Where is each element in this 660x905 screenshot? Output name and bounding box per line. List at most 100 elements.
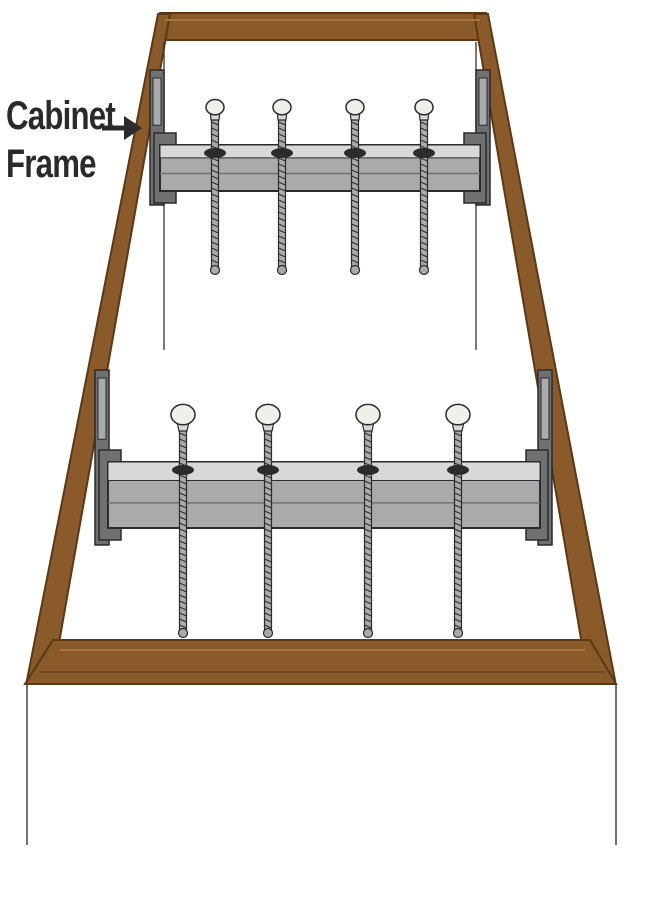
screw-thread [454, 438, 462, 443]
screw-thread [179, 612, 187, 617]
screw-thread [211, 157, 219, 162]
screw-thread [278, 175, 286, 180]
screw-thread [211, 241, 219, 246]
screw-thread [454, 612, 462, 617]
frame-bottom-rail [23, 639, 618, 685]
arrow-head [124, 116, 142, 140]
screw-thread [364, 540, 372, 545]
screw-tip [276, 264, 288, 276]
screw-thread [364, 522, 372, 527]
knob-head-icon [414, 98, 434, 116]
screw-thread [264, 618, 272, 623]
screw-thread [420, 187, 428, 192]
screw-thread [351, 241, 359, 246]
screw-thread [179, 498, 187, 503]
screw-thread [364, 438, 372, 443]
screw-thread [364, 594, 372, 599]
end-plate-tab-left [152, 77, 162, 126]
screw-thread [179, 444, 187, 449]
screw-thread [179, 534, 187, 539]
screw-thread [364, 624, 372, 629]
screw-thread [364, 600, 372, 605]
screw-thread [278, 241, 286, 246]
screw-thread [364, 546, 372, 551]
screw-thread [179, 456, 187, 461]
screw-thread [278, 217, 286, 222]
knob-head-icon [170, 403, 196, 426]
screw-thread [264, 534, 272, 539]
screw-thread [211, 127, 219, 132]
screw-thread [364, 444, 372, 449]
screw-thread [264, 498, 272, 503]
screw-thread [179, 600, 187, 605]
screw-thread [454, 474, 462, 479]
cabinet-frame [23, 12, 618, 685]
screw-thread [211, 223, 219, 228]
screw-thread [351, 157, 359, 162]
screw-thread [351, 205, 359, 210]
screw-thread [420, 139, 428, 144]
screw-thread [454, 570, 462, 575]
frame-right-stile [472, 13, 617, 683]
screw-thread [179, 564, 187, 569]
screw-thread [351, 169, 359, 174]
screw-thread [454, 432, 462, 437]
clamp-bracket-upper [149, 69, 491, 276]
screw-thread [364, 498, 372, 503]
screw-thread [351, 253, 359, 258]
screw-thread [454, 516, 462, 521]
screw-thread [264, 612, 272, 617]
screw-thread [364, 516, 372, 521]
screw-thread [420, 169, 428, 174]
screw-thread [264, 564, 272, 569]
screw-thread [179, 582, 187, 587]
screw-thread [211, 193, 219, 198]
leveling-screw [445, 403, 471, 639]
screw-thread [179, 438, 187, 443]
screw-tip [418, 264, 430, 276]
leveling-screw [344, 98, 366, 276]
screw-thread [351, 217, 359, 222]
screw-thread [211, 175, 219, 180]
screw-thread [364, 504, 372, 509]
screw-thread [179, 546, 187, 551]
screw-thread [179, 576, 187, 581]
screw-thread [454, 624, 462, 629]
screw-thread [179, 486, 187, 491]
screw-thread [179, 618, 187, 623]
screw-thread [454, 606, 462, 611]
screw-thread [364, 510, 372, 515]
screw-nut [357, 465, 379, 475]
screw-thread [364, 612, 372, 617]
screw-thread [179, 570, 187, 575]
screw-thread [351, 259, 359, 264]
screw-thread [211, 229, 219, 234]
screw-thread [420, 193, 428, 198]
screw-thread [211, 217, 219, 222]
screw-thread [179, 522, 187, 527]
screw-nut [271, 148, 293, 158]
screw-thread [264, 570, 272, 575]
screw-thread [264, 522, 272, 527]
screw-thread [420, 259, 428, 264]
screw-thread [454, 510, 462, 515]
end-plate-tab-right [540, 377, 550, 440]
screw-thread [264, 486, 272, 491]
screw-thread [420, 217, 428, 222]
screw-thread [179, 474, 187, 479]
screw-thread [179, 510, 187, 515]
screw-thread [351, 247, 359, 252]
screw-thread [278, 157, 286, 162]
screw-thread [211, 259, 219, 264]
knob-head-icon [445, 403, 471, 426]
screw-thread [454, 528, 462, 533]
screw-tip [349, 264, 361, 276]
screw-thread [278, 121, 286, 126]
screw-thread [211, 199, 219, 204]
screw-thread [454, 504, 462, 509]
screw-thread [454, 522, 462, 527]
screw-thread [454, 486, 462, 491]
screw-thread [454, 576, 462, 581]
screw-thread [454, 492, 462, 497]
